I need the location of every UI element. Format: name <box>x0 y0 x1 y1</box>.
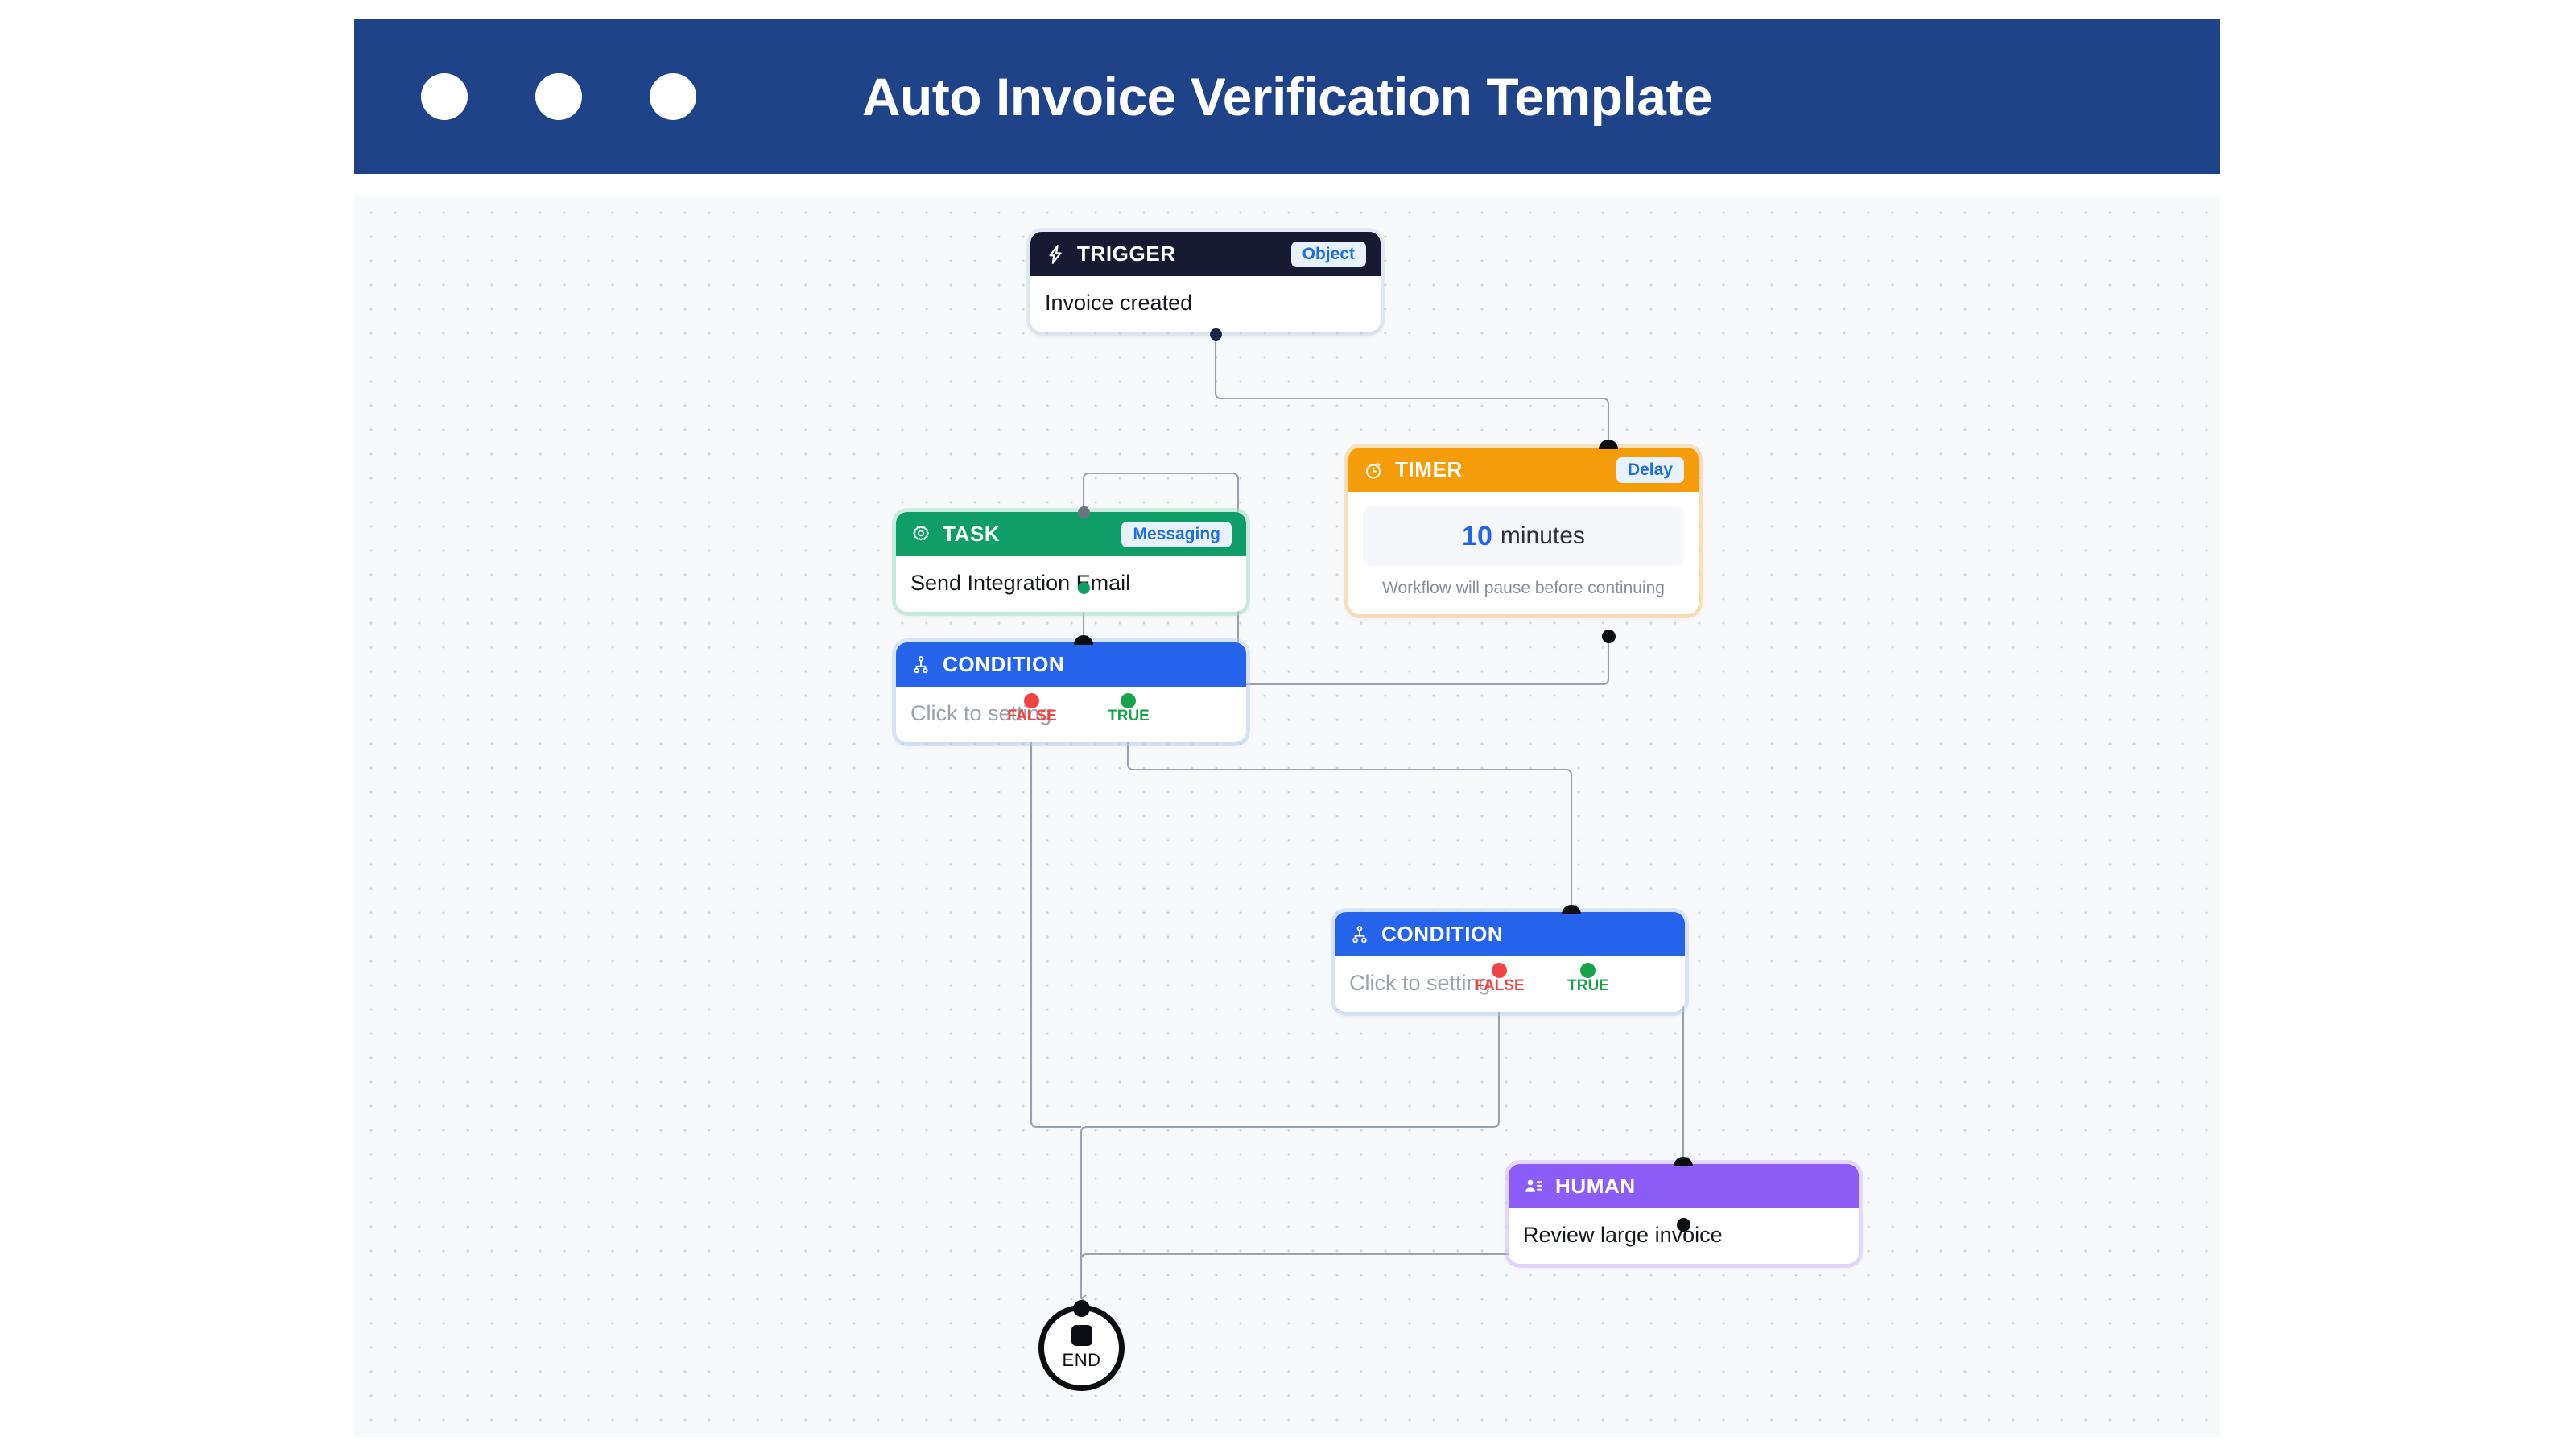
edge-trigger-to-timer <box>1214 334 1608 445</box>
node-task-badge: Messaging <box>1121 521 1232 547</box>
branch-hierarchy-icon <box>1352 925 1367 943</box>
node-condition-2[interactable]: CONDITION Click to setting <box>1335 912 1685 1012</box>
node-condition-1-placeholder: Click to setting <box>910 701 1052 725</box>
node-task-output-port[interactable] <box>1078 582 1090 594</box>
lightning-bolt-icon <box>1049 244 1062 264</box>
node-task[interactable]: TASK Messaging Send Integration Email <box>896 512 1246 612</box>
node-condition-1-false-port[interactable] <box>1024 693 1039 708</box>
node-timer-input-port[interactable] <box>1599 440 1618 449</box>
node-trigger-title: TRIGGER <box>1077 242 1176 266</box>
node-task-input-port[interactable] <box>1078 506 1090 518</box>
node-timer-body[interactable]: 10 minutes Workflow will pause before co… <box>1348 492 1699 614</box>
node-human-body[interactable]: Review large invoice <box>1509 1208 1859 1264</box>
window-controls <box>421 19 696 174</box>
node-end-label: END <box>1062 1350 1101 1370</box>
node-human-title: HUMAN <box>1555 1174 1636 1198</box>
node-trigger-badge: Object <box>1290 241 1366 267</box>
node-condition-2-input-port[interactable] <box>1562 905 1581 914</box>
node-condition-1[interactable]: CONDITION Click to setting <box>896 642 1246 742</box>
node-condition-1-header: CONDITION <box>896 642 1246 687</box>
node-condition-2-true-port[interactable] <box>1580 963 1596 978</box>
node-timer-header: TIMER Delay <box>1348 448 1699 492</box>
node-condition-2-true-label: TRUE <box>1567 977 1609 994</box>
workflow-canvas[interactable]: TRIGGER Object Invoice created TASK Mess… <box>354 196 2220 1437</box>
app-header: Auto Invoice Verification Template <box>354 19 2220 174</box>
window-control-circle-1[interactable] <box>421 73 468 120</box>
node-trigger-header: TRIGGER Object <box>1030 232 1381 276</box>
node-condition-2-body[interactable]: Click to setting <box>1335 956 1685 1012</box>
node-trigger-text: Invoice created <box>1045 291 1193 315</box>
node-end[interactable]: END <box>1038 1305 1125 1391</box>
node-condition-2-false-port[interactable] <box>1492 963 1507 978</box>
gear-icon <box>913 526 929 540</box>
node-condition-1-body[interactable]: Click to setting <box>896 687 1246 742</box>
node-condition-1-true-port[interactable] <box>1121 693 1136 708</box>
node-human-header: HUMAN <box>1509 1164 1859 1208</box>
node-timer-unit: minutes <box>1500 522 1585 549</box>
node-trigger-output-port[interactable] <box>1210 328 1222 341</box>
node-human-input-port[interactable] <box>1674 1157 1693 1166</box>
node-condition-2-placeholder: Click to setting <box>1349 971 1491 995</box>
node-timer-note: Workflow will pause before continuing <box>1382 579 1665 597</box>
window-control-circle-2[interactable] <box>535 73 582 120</box>
node-condition-2-false-label: FALSE <box>1475 977 1525 994</box>
branch-hierarchy-icon <box>914 655 928 673</box>
node-condition-2-header: CONDITION <box>1335 912 1685 956</box>
edge-layer <box>1030 334 2220 1437</box>
node-trigger-body[interactable]: Invoice created <box>1030 276 1381 332</box>
node-task-title: TASK <box>943 522 1001 546</box>
node-timer[interactable]: TIMER Delay 10 minutes Workflow will pau… <box>1348 448 1699 614</box>
page-title: Auto Invoice Verification Template <box>861 67 1713 126</box>
node-condition-1-title: CONDITION <box>943 652 1065 676</box>
node-condition-1-false-label: FALSE <box>1007 708 1057 724</box>
node-task-header: TASK Messaging <box>896 512 1246 556</box>
node-condition-1-input-port[interactable] <box>1074 635 1093 645</box>
node-condition-2-title: CONDITION <box>1381 922 1504 946</box>
user-list-icon <box>1525 1179 1542 1192</box>
node-timer-output-port[interactable] <box>1602 630 1616 643</box>
node-timer-duration-field[interactable]: 10 minutes <box>1363 506 1684 566</box>
node-timer-title: TIMER <box>1395 457 1463 481</box>
node-task-text: Send Integration Email <box>910 571 1131 595</box>
node-end-input-port[interactable] <box>1073 1300 1090 1317</box>
stopwatch-icon <box>1366 462 1381 479</box>
node-condition-1-true-label: TRUE <box>1108 708 1150 724</box>
edge-condition1-false-to-trunk <box>1030 700 1081 1129</box>
window-control-circle-3[interactable] <box>650 73 696 120</box>
node-timer-value: 10 <box>1462 520 1492 551</box>
node-trigger[interactable]: TRIGGER Object Invoice created <box>1030 232 1381 332</box>
stop-square-icon <box>1071 1325 1092 1346</box>
node-task-body[interactable]: Send Integration Email <box>896 556 1246 612</box>
node-human[interactable]: HUMAN Review large invoice <box>1509 1164 1859 1264</box>
node-human-output-port[interactable] <box>1677 1218 1690 1232</box>
node-timer-badge: Delay <box>1616 456 1684 483</box>
